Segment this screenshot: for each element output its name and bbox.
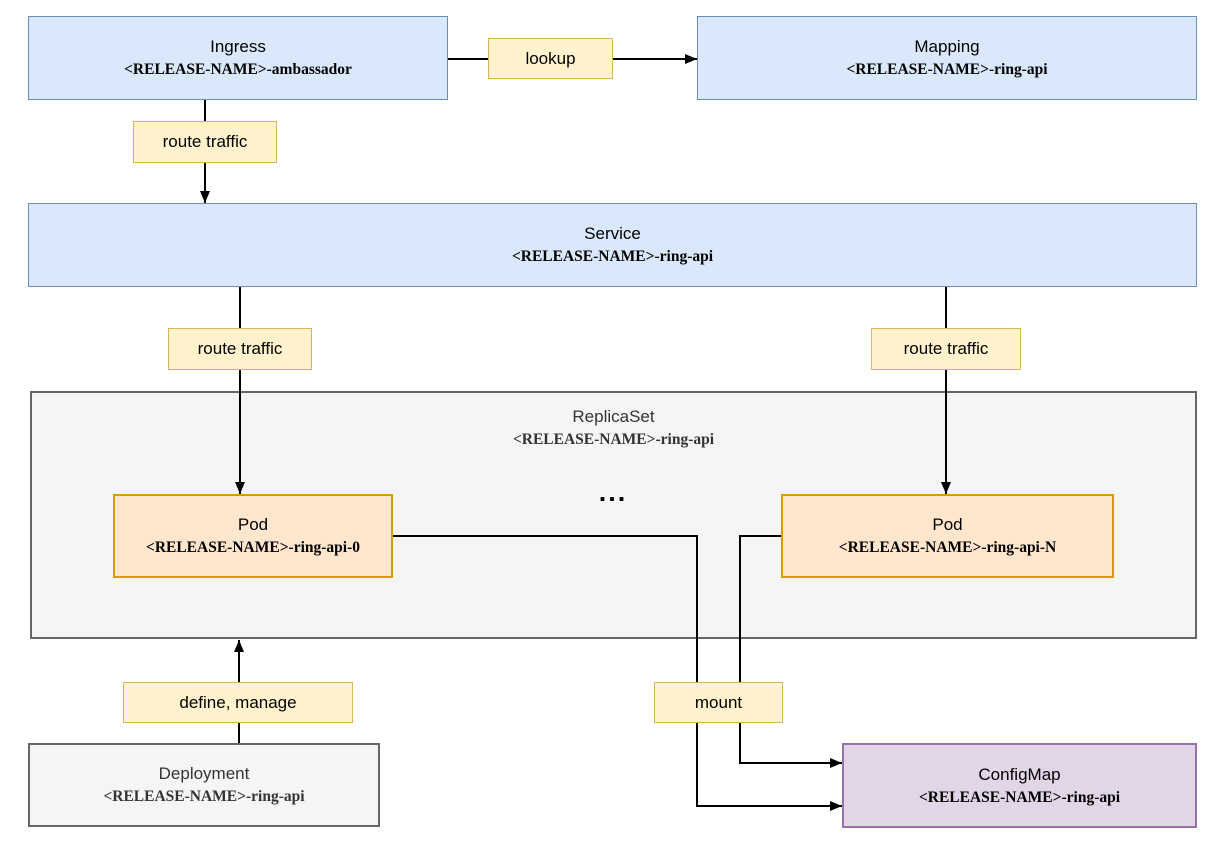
node-pod-n: Pod <RELEASE-NAME>-ring-api-N — [781, 494, 1114, 578]
ingress-title: Ingress — [210, 37, 266, 56]
service-title: Service — [584, 224, 641, 243]
edge-label-route-traffic-pod0: route traffic — [168, 328, 312, 370]
ingress-subtitle: <RELEASE-NAME>-ambassador — [124, 61, 352, 78]
mapping-title: Mapping — [914, 37, 980, 56]
edge-label-define-manage: define, manage — [123, 682, 353, 723]
mapping-subtitle: <RELEASE-NAME>-ring-api — [846, 61, 1048, 78]
service-subtitle: <RELEASE-NAME>-ring-api — [511, 248, 714, 265]
pods-ellipsis: ... — [598, 477, 628, 507]
edge-label-route-traffic-ingress: route traffic — [133, 121, 277, 163]
arrow-pod0-to-configmap — [393, 535, 842, 811]
pod-0-title: Pod — [237, 515, 269, 534]
replicaset-title: ReplicaSet — [572, 407, 655, 426]
node-service: Service <RELEASE-NAME>-ring-api — [28, 203, 1197, 287]
configmap-subtitle: <RELEASE-NAME>-ring-api — [918, 788, 1121, 806]
edge-label-route-traffic-podn: route traffic — [871, 328, 1021, 370]
configmap-title: ConfigMap — [978, 764, 1061, 784]
pod-n-subtitle: <RELEASE-NAME>-ring-api-N — [838, 539, 1057, 556]
pod-n-title: Pod — [932, 515, 963, 534]
deployment-title: Deployment — [158, 764, 250, 783]
node-deployment: Deployment <RELEASE-NAME>-ring-api — [28, 743, 380, 827]
edge-label-lookup: lookup — [488, 38, 613, 79]
pod-0-subtitle: <RELEASE-NAME>-ring-api-0 — [145, 539, 360, 556]
node-ingress: Ingress <RELEASE-NAME>-ambassador — [28, 16, 448, 100]
node-mapping: Mapping <RELEASE-NAME>-ring-api — [697, 16, 1197, 100]
arrow-podN-to-configmap — [739, 535, 842, 768]
node-pod-0: Pod <RELEASE-NAME>-ring-api-0 — [113, 494, 393, 578]
node-configmap: ConfigMap <RELEASE-NAME>-ring-api — [842, 743, 1197, 828]
deployment-subtitle: <RELEASE-NAME>-ring-api — [103, 788, 305, 805]
replicaset-subtitle: <RELEASE-NAME>-ring-api — [512, 431, 715, 448]
edge-label-mount: mount — [654, 682, 783, 723]
